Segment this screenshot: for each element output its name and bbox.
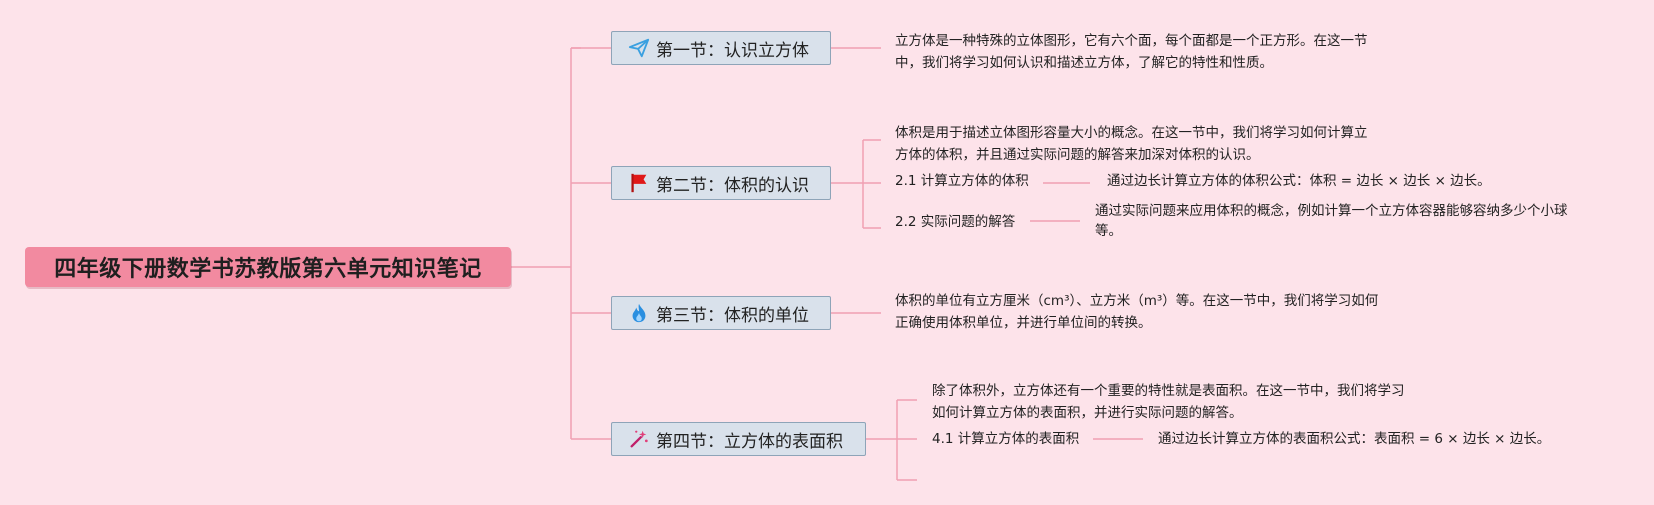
subtopic-4-1-detail: 通过边长计算立方体的表面积公式：表面积 = 6 × 边长 × 边长。 (1158, 431, 1551, 447)
section-2-desc-line-2: 方体的体积，并且通过实际问题的解答来加深对体积的认识。 (895, 147, 1260, 163)
section-3-desc-line-1: 体积的单位有立方厘米（cm³）、立方米（m³）等。在这一节中，我们将学习如何 (895, 293, 1379, 309)
topic-title: 第三节：体积的单位 (656, 305, 809, 326)
subtopic-2-2-detail-line-2: 等。 (1095, 223, 1122, 239)
topic-section-1[interactable]: 第一节：认识立方体 (611, 31, 831, 65)
topic-section-3[interactable]: 第三节：体积的单位 (611, 296, 831, 330)
subtopic-2-1[interactable]: 2.1 计算立方体的体积 (895, 173, 1029, 189)
section-2-desc-line-1: 体积是用于描述立体图形容量大小的概念。在这一节中，我们将学习如何计算立 (895, 125, 1368, 141)
section-3-desc-line-2: 正确使用体积单位，并进行单位间的转换。 (895, 315, 1152, 331)
topic-title: 第一节：认识立方体 (656, 40, 809, 61)
subtopic-2-2[interactable]: 2.2 实际问题的解答 (895, 214, 1016, 230)
magic-wand-icon (628, 428, 650, 450)
section-4-desc-line-1: 除了体积外，立方体还有一个重要的特性就是表面积。在这一节中，我们将学习 (932, 383, 1405, 399)
topic-section-2[interactable]: 第二节：体积的认识 (611, 166, 831, 200)
section-1-desc-line-2: 中，我们将学习如何认识和描述立方体，了解它的特性和性质。 (895, 55, 1273, 71)
topic-title: 第四节：立方体的表面积 (656, 431, 843, 452)
topic-title: 第二节：体积的认识 (656, 175, 809, 196)
subtopic-2-2-detail-line-1: 通过实际问题来应用体积的概念，例如计算一个立方体容器能够容纳多少个小球 (1095, 203, 1568, 219)
red-flag-icon (628, 172, 650, 194)
section-4-desc-line-2: 如何计算立方体的表面积，并进行实际问题的解答。 (932, 405, 1243, 421)
topic-section-4[interactable]: 第四节：立方体的表面积 (611, 422, 866, 456)
subtopic-4-1[interactable]: 4.1 计算立方体的表面积 (932, 431, 1080, 447)
section-1-desc-line-1: 立方体是一种特殊的立体图形，它有六个面，每个面都是一个正方形。在这一节 (895, 33, 1368, 49)
paper-plane-icon (628, 37, 650, 59)
root-topic[interactable]: 四年级下册数学书苏教版第六单元知识笔记 (25, 247, 511, 287)
fire-icon (628, 302, 650, 324)
subtopic-2-1-detail: 通过边长计算立方体的体积公式：体积 = 边长 × 边长 × 边长。 (1107, 173, 1491, 189)
